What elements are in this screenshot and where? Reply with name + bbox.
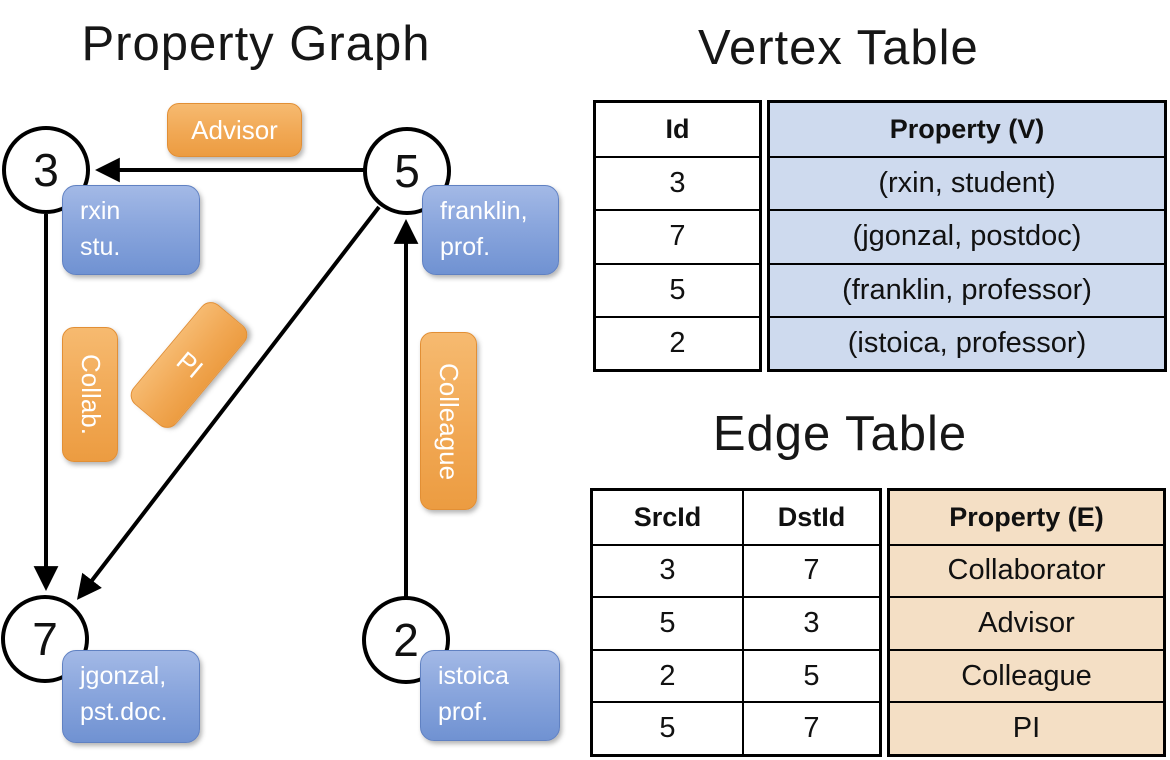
edge-table-cell: Advisor xyxy=(890,596,1163,649)
vertex-table-property-column: Property (V) (rxin, student) (jgonzal, p… xyxy=(767,100,1167,372)
edge-table-cell: Colleague xyxy=(890,648,1163,702)
vertex-property-box-3: rxin stu. xyxy=(62,185,200,275)
vertex-property-box-5: franklin, prof. xyxy=(422,185,559,275)
vertex-table-cell: 7 xyxy=(596,209,759,262)
vertex-table-header-id: Id xyxy=(665,114,690,145)
edge-label-text: Collab. xyxy=(75,354,106,435)
vertex-property-line: franklin, xyxy=(440,197,528,225)
edge-label-text: Advisor xyxy=(191,114,278,145)
edge-table-cell: 5 xyxy=(742,648,879,702)
edge-pi-line xyxy=(76,205,381,600)
edge-table-cell: 2 xyxy=(593,648,742,702)
edge-table-header-property: Property (E) xyxy=(890,491,1163,544)
edge-table-cell: 3 xyxy=(593,543,742,597)
edge-table-title: Edge Table xyxy=(712,407,968,461)
node-id-label: 2 xyxy=(393,614,419,666)
vertex-property-box-2: istoica prof. xyxy=(420,650,560,741)
edge-table-cell: 3 xyxy=(742,596,879,649)
edge-label-advisor: Advisor xyxy=(167,103,302,157)
vertex-property-line: prof. xyxy=(440,232,491,261)
node-id-label: 7 xyxy=(32,613,58,665)
graph-node-2: 2 xyxy=(362,596,450,684)
vertex-table-id-column: Id 3 7 5 2 xyxy=(593,100,762,372)
vertex-table-header-property: Property (V) xyxy=(770,103,1164,157)
vertex-table-cell: (rxin, student) xyxy=(770,156,1164,210)
edge-table-cell: 7 xyxy=(742,543,879,597)
vertex-property-line: istoica xyxy=(438,662,509,690)
vertex-property-line: jgonzal, xyxy=(80,662,167,690)
vertex-property-line: pst.doc. xyxy=(80,697,168,726)
vertex-property-line: rxin xyxy=(80,197,121,225)
node-id-label: 5 xyxy=(394,145,420,197)
edge-table-cell: PI xyxy=(890,701,1163,754)
edge-table-cell: 5 xyxy=(593,596,742,649)
vertex-table-cell: 2 xyxy=(596,315,759,369)
edge-table: SrcId DstId 3 7 5 3 2 5 5 7 Property (E)… xyxy=(590,488,1166,757)
vertex-table-cell: (jgonzal, postdoc) xyxy=(770,209,1164,263)
node-id-label: 3 xyxy=(33,144,59,196)
edge-table-header-dstid: DstId xyxy=(742,491,879,544)
edge-table-id-columns: SrcId DstId 3 7 5 3 2 5 5 7 xyxy=(590,488,882,757)
vertex-table: Id 3 7 5 2 Property (V) (rxin, student) … xyxy=(593,100,1167,372)
vertex-table-cell: (istoica, professor) xyxy=(770,315,1164,369)
graph-edges xyxy=(33,157,419,600)
vertex-property-line: prof. xyxy=(438,697,489,726)
edge-label-text: PI xyxy=(170,345,209,385)
edge-label-colleague: Colleague xyxy=(420,332,477,510)
property-graph-title: Property Graph xyxy=(81,17,431,71)
vertex-property-line: stu. xyxy=(80,232,121,261)
edge-label-text: Colleague xyxy=(434,362,464,480)
edge-table-header-srcid: SrcId xyxy=(633,501,702,532)
edge-table-cell: 7 xyxy=(742,701,879,754)
edge-table-property-column: Property (E) Collaborator Advisor Collea… xyxy=(887,488,1166,757)
edge-label-collab: Collab. xyxy=(62,327,118,462)
vertex-table-cell: 3 xyxy=(596,156,759,209)
edge-table-cell: Collaborator xyxy=(890,543,1163,597)
vertex-table-column-gap xyxy=(762,100,767,372)
vertex-table-title: Vertex Table xyxy=(698,21,979,75)
vertex-table-cell: (franklin, professor) xyxy=(770,262,1164,316)
edge-table-cell: 5 xyxy=(593,701,742,754)
edge-table-column-gap xyxy=(882,488,887,757)
vertex-property-box-7: jgonzal, pst.doc. xyxy=(62,650,200,743)
graph-node-5: 5 xyxy=(363,127,451,215)
vertex-table-cell: 5 xyxy=(596,262,759,316)
